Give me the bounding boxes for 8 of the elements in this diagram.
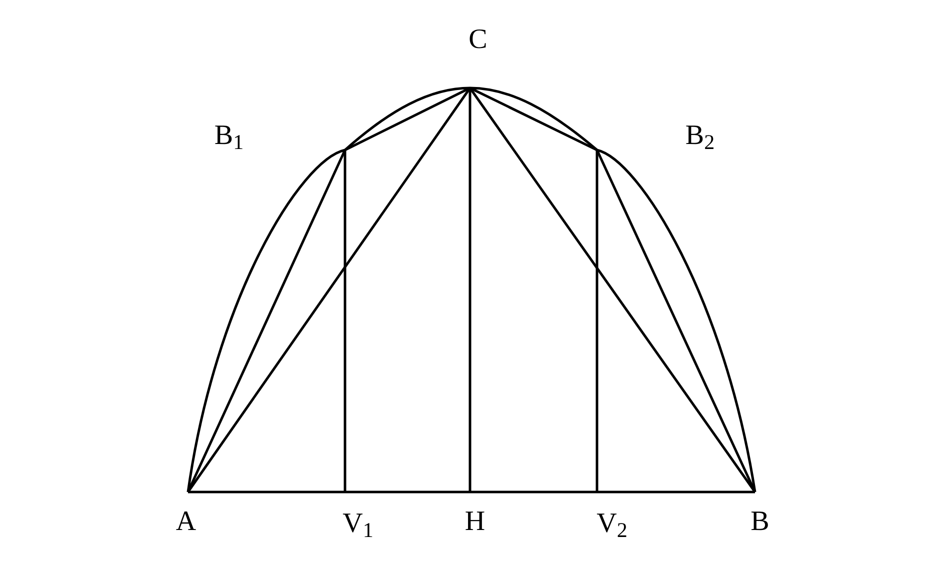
point-label: C [468, 26, 488, 54]
point-label: A [176, 508, 196, 536]
point-label: B [750, 508, 770, 536]
point-label: H [464, 508, 486, 536]
point-label: V$_{2}$ [596, 510, 628, 538]
point-label: V$_{1}$ [342, 510, 374, 538]
point-label: B$_{2}$ [685, 122, 715, 150]
point-label: B$_{1}$ [214, 122, 244, 150]
